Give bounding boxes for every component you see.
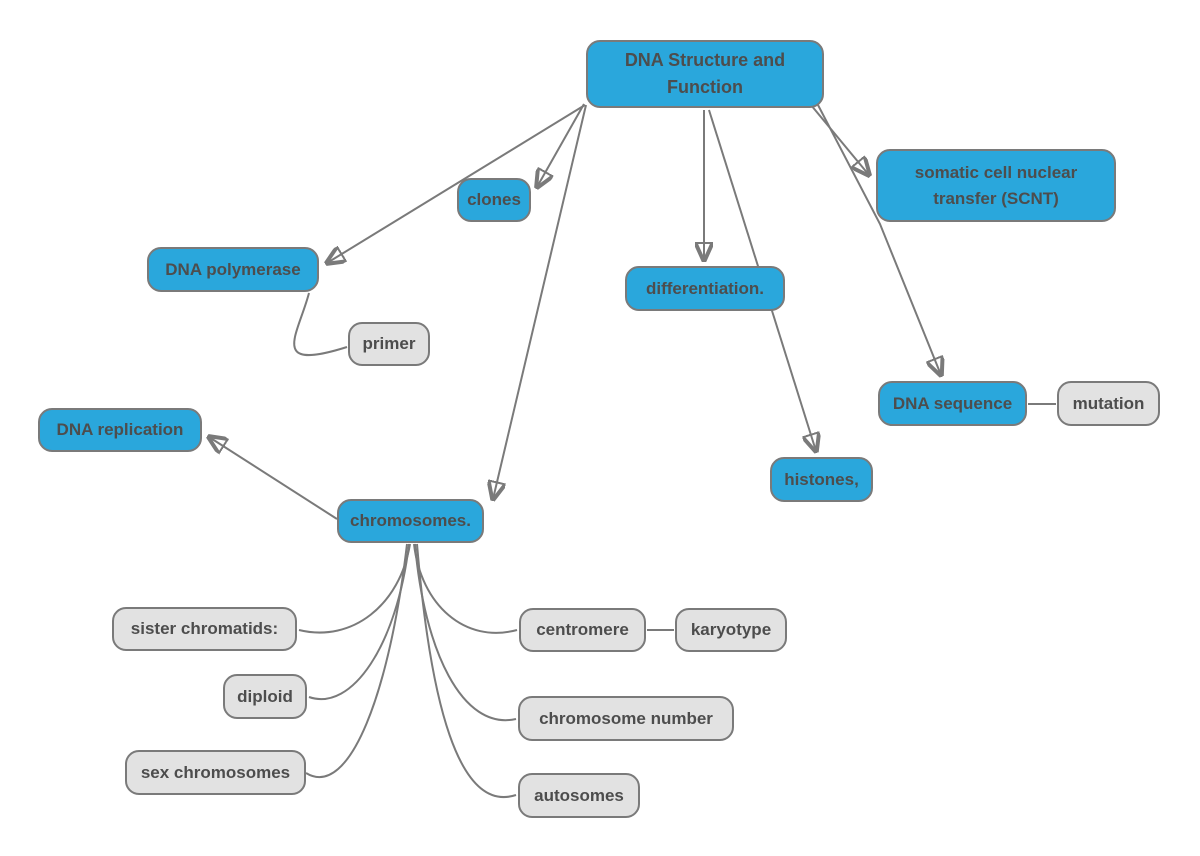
connector-root-chromosomes	[493, 104, 587, 499]
connector-chromosomes-dna-replication	[209, 437, 338, 520]
node-sister-chromatids[interactable]: sister chromatids:	[112, 607, 297, 651]
connector-root-clones	[537, 103, 585, 187]
connector-root-dna-polymerase	[327, 104, 586, 263]
connector-chromosomes-centromere	[413, 543, 518, 634]
node-sex-chromosomes[interactable]: sex chromosomes	[125, 750, 306, 795]
node-differentiation[interactable]: differentiation.	[625, 266, 785, 311]
node-diploid[interactable]: diploid	[223, 674, 307, 719]
connector-chromosomes-autosomes	[416, 543, 517, 798]
node-mutation[interactable]: mutation	[1057, 381, 1160, 426]
node-scnt[interactable]: somatic cell nuclear transfer (SCNT)	[876, 149, 1116, 222]
node-dna-sequence[interactable]: DNA sequence	[878, 381, 1027, 426]
node-clones[interactable]: clones	[457, 178, 531, 222]
connector-root-scnt	[805, 98, 869, 175]
node-dna-replication[interactable]: DNA replication	[38, 408, 202, 452]
connector-chromosomes-sex-chromosomes	[305, 543, 408, 779]
node-autosomes[interactable]: autosomes	[518, 773, 640, 818]
node-chromosomes[interactable]: chromosomes.	[337, 499, 484, 543]
node-chromosome-number[interactable]: chromosome number	[518, 696, 734, 741]
connector-dna-polymerase-primer	[293, 292, 348, 357]
node-histones[interactable]: histones,	[770, 457, 873, 502]
connector-chromosomes-sister-chromatids	[298, 543, 411, 634]
connector-root-dna-sequence	[817, 104, 941, 375]
node-centromere[interactable]: centromere	[519, 608, 646, 652]
node-dna-polymerase[interactable]: DNA polymerase	[147, 247, 319, 292]
node-karyotype[interactable]: karyotype	[675, 608, 787, 652]
node-primer[interactable]: primer	[348, 322, 430, 366]
node-dna-structure-function[interactable]: DNA Structure and Function	[586, 40, 824, 108]
